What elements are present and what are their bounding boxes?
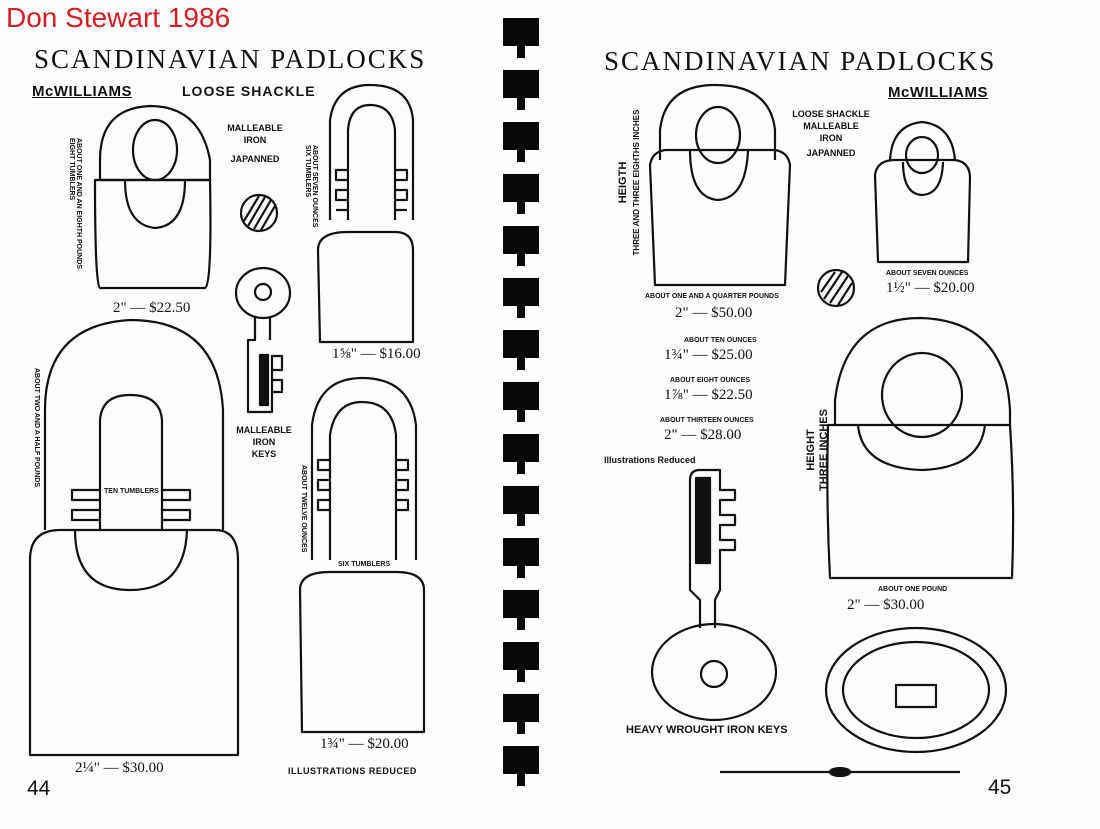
binding-ring <box>503 226 539 266</box>
weight-thirteen-ounces: ABOUT THIRTEEN OUNCES <box>660 417 754 424</box>
keyhole-escutcheon-icon <box>824 626 1008 754</box>
spiral-binding <box>500 0 542 829</box>
left-keys-label: MALLEABLE IRON KEYS <box>228 424 300 460</box>
binding-ring <box>503 382 539 422</box>
price-1-3-4in: 1¾" — $20.00 <box>320 736 409 752</box>
left-brand: McWILLIAMS <box>32 83 132 100</box>
malleable-iron-key-icon <box>234 266 292 414</box>
price-25: 1¾" — $25.00 <box>664 347 753 363</box>
left-weight-top: ABOUT ONE AND AN EIGHTH POUNDS EIGHT TUM… <box>68 138 82 269</box>
six-tumblers-label: SIX TUMBLERS <box>338 561 391 568</box>
header-line: LOOSE SHACKLE <box>792 109 870 119</box>
padlock-2in-height-icon <box>826 316 1015 580</box>
header-line: MALLEABLE <box>803 121 859 131</box>
binding-ring <box>503 70 539 110</box>
keys-line: KEYS <box>251 449 277 459</box>
right-header: LOOSE SHACKLE MALLEABLE IRON JAPANNED <box>786 108 876 159</box>
weight-line: ABOUT ONE AND AN EIGHTH POUNDS <box>75 138 82 269</box>
padlock-2in-left-icon <box>93 104 212 290</box>
padlock-2in-heigth-icon <box>648 83 792 287</box>
binding-ring <box>503 642 539 682</box>
weight-big: ABOUT TWO AND A HALF POUNDS <box>33 368 40 487</box>
right-page-title: SCANDINAVIAN PADLOCKS <box>604 46 997 76</box>
striped-keyhole-cover-icon <box>239 193 279 233</box>
left-material: MALLEABLE IRON JAPANNED <box>225 122 285 165</box>
price-50: 2" — $50.00 <box>675 305 753 321</box>
binding-ring <box>503 434 539 474</box>
binding-ring <box>503 174 539 214</box>
padlock-2-1-4in-icon <box>28 318 240 757</box>
binding-ring <box>503 538 539 578</box>
price-1-5-8in: 1⅝" — $16.00 <box>332 346 421 362</box>
material-line: IRON <box>243 135 267 145</box>
weight-ten-ounces: ABOUT TEN OUNCES <box>684 337 757 344</box>
price-22-50: 1⅞" — $22.50 <box>664 387 753 403</box>
right-illustrations-reduced: Illustrations Reduced <box>604 455 696 465</box>
left-illustrations-reduced: ILLUSTRATIONS REDUCED <box>288 766 417 776</box>
binding-ring <box>503 18 539 58</box>
heavy-keys-label: HEAVY WROUGHT IRON KEYS <box>626 724 788 736</box>
right-weight-top: ABOUT SEVEN OUNCES SIX TUMBLERS <box>304 145 318 227</box>
price-20: 1½" — $20.00 <box>886 280 975 296</box>
heigth-label: HEIGTH THREE AND THREE EIGHTHS INCHES <box>617 95 643 270</box>
right-brand: McWILLIAMS <box>888 84 988 101</box>
price-30: 2" — $30.00 <box>847 597 925 613</box>
weight-line: SIX TUMBLERS <box>304 145 311 198</box>
ten-tumblers-label: TEN TUMBLERS <box>104 488 159 495</box>
binding-ring <box>503 746 539 786</box>
binding-ring <box>503 330 539 370</box>
left-page-title: SCANDINAVIAN PADLOCKS <box>34 44 427 74</box>
height-label: HEIGHT THREE INCHES <box>805 400 831 500</box>
height-line: THREE INCHES <box>818 409 830 491</box>
material-line: MALLEABLE <box>227 123 283 133</box>
heigth-line: THREE AND THREE EIGHTHS INCHES <box>632 109 641 256</box>
weight-mid-right: ABOUT TWELVE OUNCES <box>300 465 307 553</box>
padlock-1-1-2in-icon <box>873 120 972 264</box>
weight-one-quarter: ABOUT ONE AND A QUARTER POUNDS <box>645 293 779 300</box>
binding-ring <box>503 278 539 318</box>
height-line: HEIGHT <box>805 429 817 471</box>
header-line: JAPANNED <box>806 148 856 158</box>
heigth-line: HEIGTH <box>617 161 629 204</box>
ornament-divider-icon <box>720 766 960 778</box>
weight-eight-ounces: ABOUT EIGHT OUNCES <box>670 377 751 384</box>
padlock-1-3-4in-left-icon <box>298 376 426 734</box>
striped-keyhole-cover-right-icon <box>816 268 856 308</box>
page-number-45: 45 <box>988 776 1012 799</box>
price-2-1-4in: 2¼" — $30.00 <box>75 760 164 776</box>
weight-line: EIGHT TUMBLERS <box>68 138 75 201</box>
binding-ring <box>503 694 539 734</box>
left-header: LOOSE SHACKLE <box>182 83 316 99</box>
keys-line: MALLEABLE <box>236 425 292 435</box>
binding-ring <box>503 590 539 630</box>
header-line: IRON <box>819 133 843 143</box>
padlock-1-5-8in-icon <box>316 83 415 344</box>
page-number-44: 44 <box>27 777 51 800</box>
heavy-wrought-iron-key-icon <box>650 468 778 722</box>
weight-one-pound: ABOUT ONE POUND <box>878 586 948 593</box>
keys-line: IRON <box>252 437 276 447</box>
watermark: Don Stewart 1986 <box>6 2 231 33</box>
price-2in: 2" — $22.50 <box>113 300 191 316</box>
binding-ring <box>503 486 539 526</box>
price-28: 2" — $28.00 <box>664 427 742 443</box>
weight-seven-ounces: ABOUT SEVEN OUNCES <box>886 270 969 277</box>
weight-line: ABOUT SEVEN OUNCES <box>311 145 318 228</box>
material-line: JAPANNED <box>230 154 280 164</box>
binding-ring <box>503 122 539 162</box>
